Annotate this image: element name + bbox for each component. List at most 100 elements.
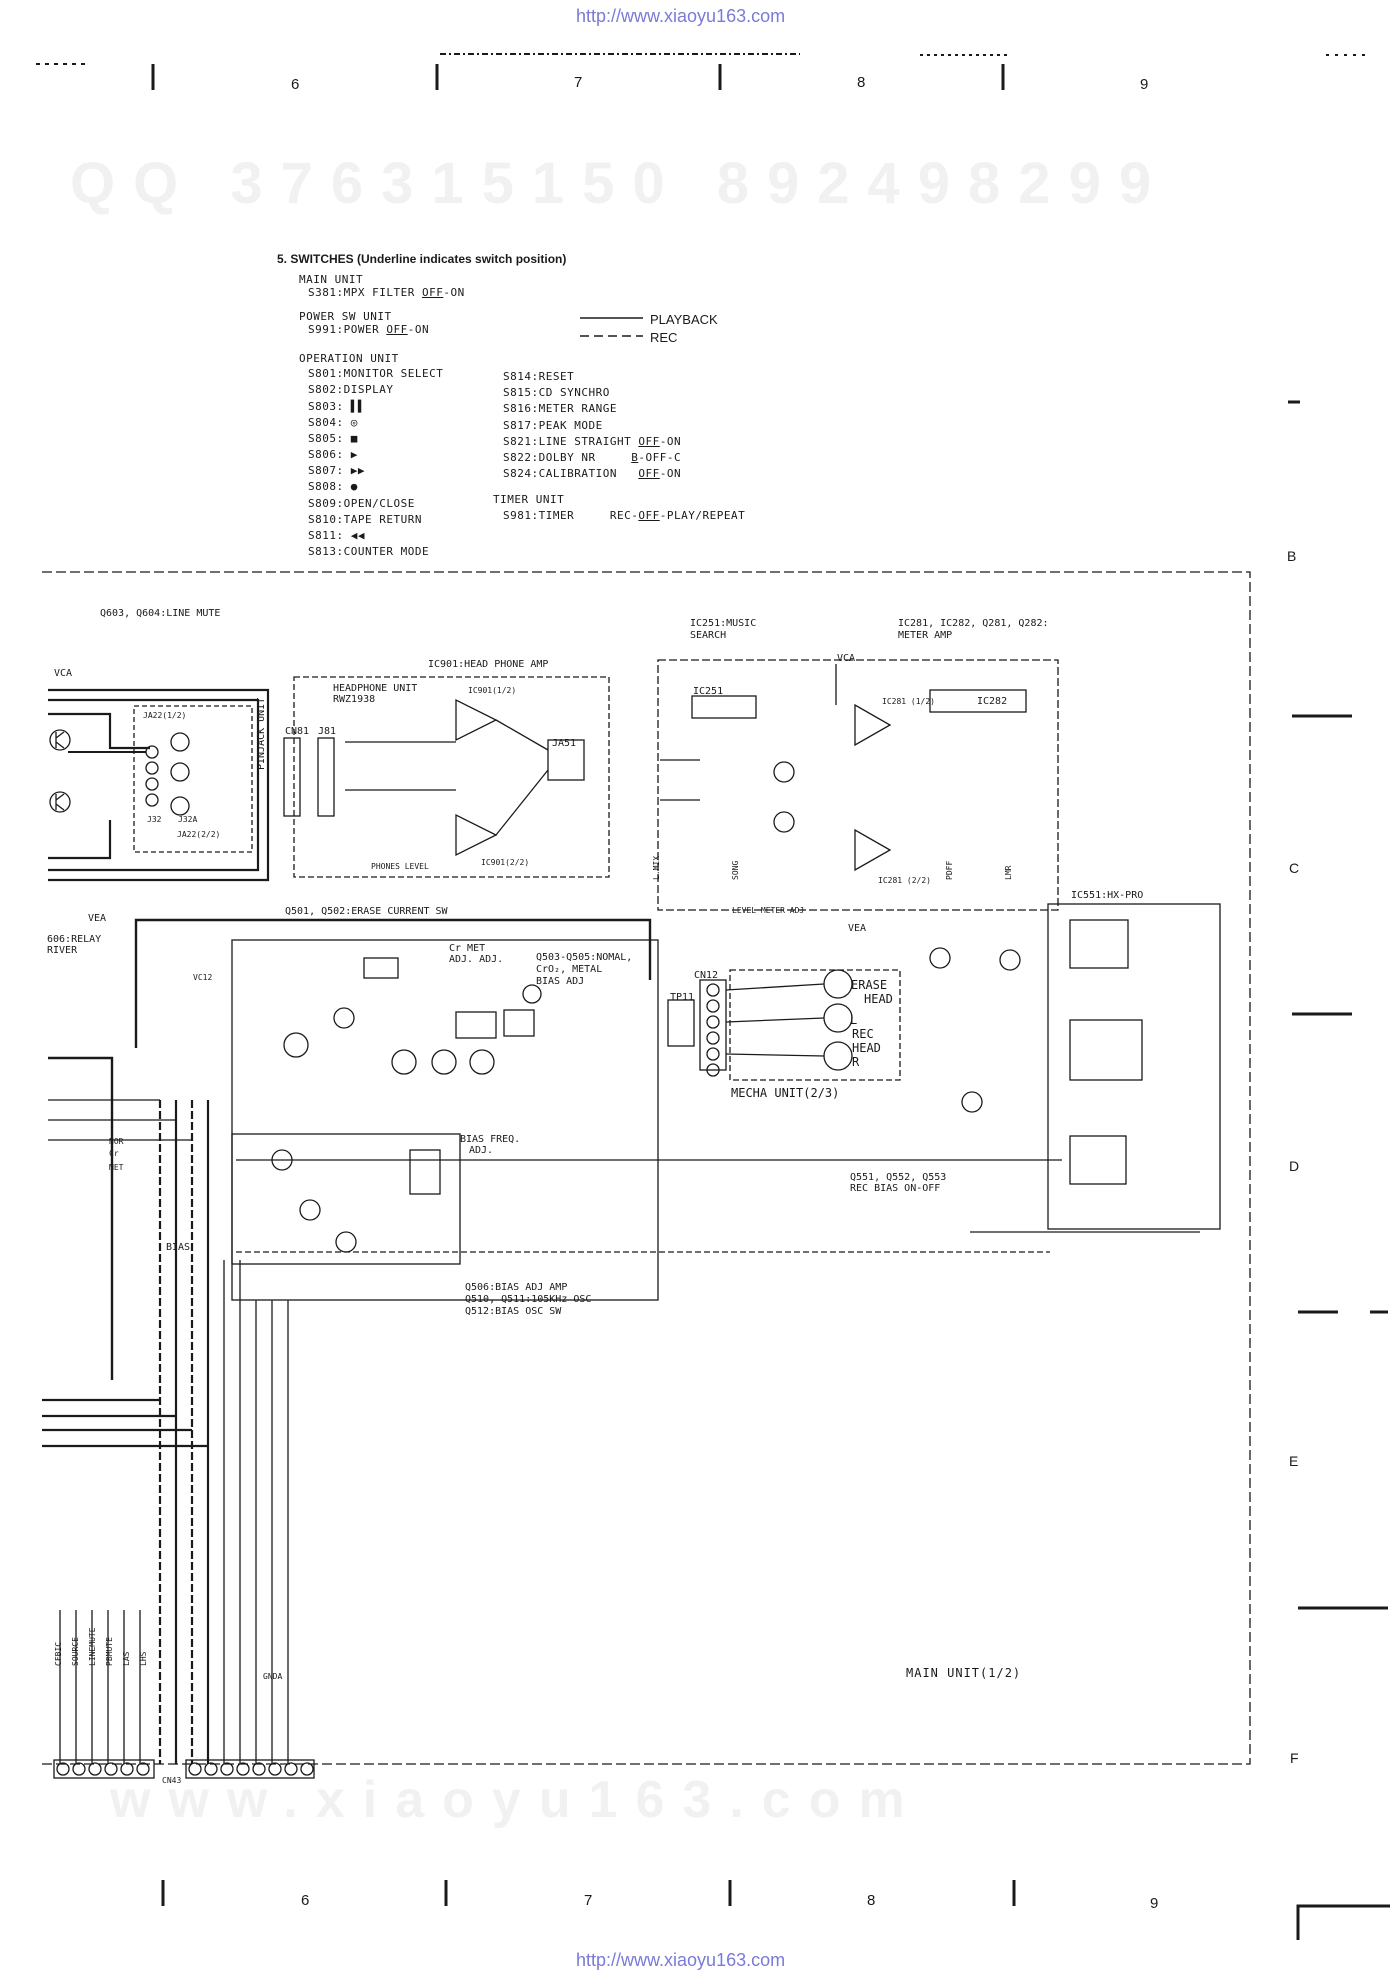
label-cr-met-a: Cr MET [449, 943, 486, 954]
switch-s803: S803: ▌▌ [308, 400, 365, 413]
label-mecha: MECHA UNIT(2/3) [731, 1086, 840, 1100]
switch-s824: S824:CALIBRATION OFF-ON [503, 467, 682, 480]
label-tp11: TP11 [670, 992, 695, 1003]
col-marker-7-bottom: 7 [584, 1892, 593, 1909]
switch-s801: S801:MONITOR SELECT [308, 367, 444, 380]
label-ic282: IC282 [977, 696, 1008, 707]
bias-osc-region [231, 1133, 461, 1265]
switch-s991: S991:POWER OFF-ON [308, 323, 430, 336]
watermark-bottom: www.xiaoyu163.com [110, 1771, 923, 1829]
col-marker-8: 8 [857, 74, 866, 91]
legend-rec: REC [650, 330, 678, 345]
label-rec-b: REC [852, 1027, 874, 1041]
label-j81: J81 [318, 726, 337, 737]
grid-ticks [151, 64, 1390, 1940]
label-vea-right: VEA [848, 923, 867, 934]
bias-adj-region [231, 939, 659, 1301]
switch-s809: S809:OPEN/CLOSE [308, 497, 415, 510]
label-main-unit-12: MAIN UNIT(1/2) [906, 1666, 1022, 1680]
label-q551-b: REC BIAS ON-OFF [850, 1183, 941, 1194]
col-marker-6-bottom: 6 [301, 1892, 310, 1909]
label-q501: Q501, Q502:ERASE CURRENT SW [285, 906, 448, 917]
label-cn81: CN81 [285, 726, 310, 737]
label-rec-r: R [852, 1055, 860, 1069]
row-marker-c: C [1289, 860, 1300, 876]
col-marker-8-bottom: 8 [867, 1892, 876, 1909]
watermark-top: QQ 376315150 892498299 [70, 151, 1170, 216]
row-marker-f: F [1290, 1750, 1299, 1766]
col-marker-9: 9 [1140, 76, 1149, 93]
label-ja51: JA51 [552, 738, 577, 749]
label-erase-a: ERASE [851, 978, 888, 992]
label-relay-b: RIVER [47, 945, 78, 956]
headphone-amp [345, 698, 585, 857]
headphone-unit-box [293, 676, 610, 878]
label-cr: Cr [109, 1149, 119, 1158]
label-ic251-b: SEARCH [690, 630, 727, 641]
label-q551-a: Q551, Q552, Q553 [850, 1172, 947, 1183]
label-vc12: VC12 [193, 973, 213, 982]
switch-s816: S816:METER RANGE [503, 402, 617, 415]
label-cn43: CN43 [162, 1776, 182, 1785]
hx-pro-block [961, 903, 1221, 1230]
source-url-bottom[interactable]: http://www.xiaoyu163.com [576, 1950, 786, 1970]
timer-unit-label: TIMER UNIT [493, 493, 565, 506]
mecha-unit [667, 969, 901, 1081]
switch-s810: S810:TAPE RETURN [308, 513, 422, 526]
switch-s381: S381:MPX FILTER OFF-ON [308, 286, 465, 299]
switch-s981: S981:TIMER REC-OFF-PLAY/REPEAT [503, 509, 746, 522]
switch-s822: S822:DOLBY NR B-OFF-C [503, 451, 682, 464]
switch-s817: S817:PEAK MODE [503, 419, 603, 432]
label-vca-left: VCA [54, 668, 73, 679]
switch-s804: S804: ◎ [308, 416, 358, 429]
label-vea-left: VEA [88, 913, 107, 924]
rec-bias-transistors [929, 947, 951, 969]
label-ic901-12: IC901(1/2) [468, 686, 517, 695]
switch-s807: S807: ▶▶ [308, 464, 365, 477]
switch-s815: S815:CD SYNCHRO [503, 386, 610, 399]
label-rec-l: L [850, 1013, 858, 1027]
power-sw-unit-label: POWER SW UNIT [299, 310, 392, 323]
switch-s811: S811: ◀◀ [308, 529, 365, 542]
label-cr-met-b: ADJ. ADJ. [449, 954, 504, 965]
label-phones-level: PHONES LEVEL [371, 862, 429, 871]
left-bus [48, 688, 270, 882]
col-marker-7: 7 [574, 74, 583, 91]
label-headphone-unit: HEADPHONE UNIT [333, 683, 418, 694]
label-ic901-22: IC901(2/2) [481, 858, 530, 867]
label-ic251-a: IC251:MUSIC [690, 618, 757, 629]
source-url-top[interactable]: http://www.xiaoyu163.com [576, 6, 786, 26]
meter-amp-region [657, 659, 1059, 911]
row-marker-d: D [1289, 1158, 1300, 1174]
label-nor: NOR [109, 1137, 124, 1146]
label-q506-c: Q512:BIAS OSC SW [465, 1306, 562, 1317]
switch-s814: S814:RESET [503, 370, 575, 383]
switch-s805: S805: ■ [308, 432, 358, 445]
label-q503-a: Q503-Q505:NOMAL, [536, 952, 633, 963]
label-relay-a: 606:RELAY [47, 934, 102, 945]
switch-s813: S813:COUNTER MODE [308, 545, 430, 558]
label-j32: J32 [147, 815, 162, 824]
connector-cn81 [283, 737, 335, 817]
label-vca-right: VCA [837, 653, 856, 664]
legend-playback: PLAYBACK [650, 312, 718, 327]
label-q506-a: Q506:BIAS ADJ AMP [465, 1282, 568, 1293]
switch-s806: S806: ▶ [308, 448, 358, 461]
label-bias: BIAS [166, 1242, 191, 1253]
operation-unit-label: OPERATION UNIT [299, 352, 399, 365]
switch-s802: S802:DISPLAY [308, 383, 394, 396]
label-met: MET [109, 1163, 124, 1172]
pinjack-unit-box [68, 705, 253, 853]
row-marker-e: E [1289, 1453, 1299, 1469]
label-cn12: CN12 [694, 970, 719, 981]
col-marker-9-bottom: 9 [1150, 1895, 1159, 1912]
switch-s808: S808: ● [308, 480, 358, 493]
label-ic551: IC551:HX-PRO [1071, 890, 1144, 901]
label-ja22-22: JA22(2/2) [177, 830, 221, 839]
label-j32a: J32A [178, 815, 198, 824]
label-rec-c: HEAD [852, 1041, 881, 1055]
label-q503-c: BIAS ADJ [536, 976, 585, 987]
switches-heading: 5. SWITCHES (Underline indicates switch … [277, 252, 567, 266]
label-bias-freq-a: BIAS FREQ. [460, 1134, 521, 1145]
